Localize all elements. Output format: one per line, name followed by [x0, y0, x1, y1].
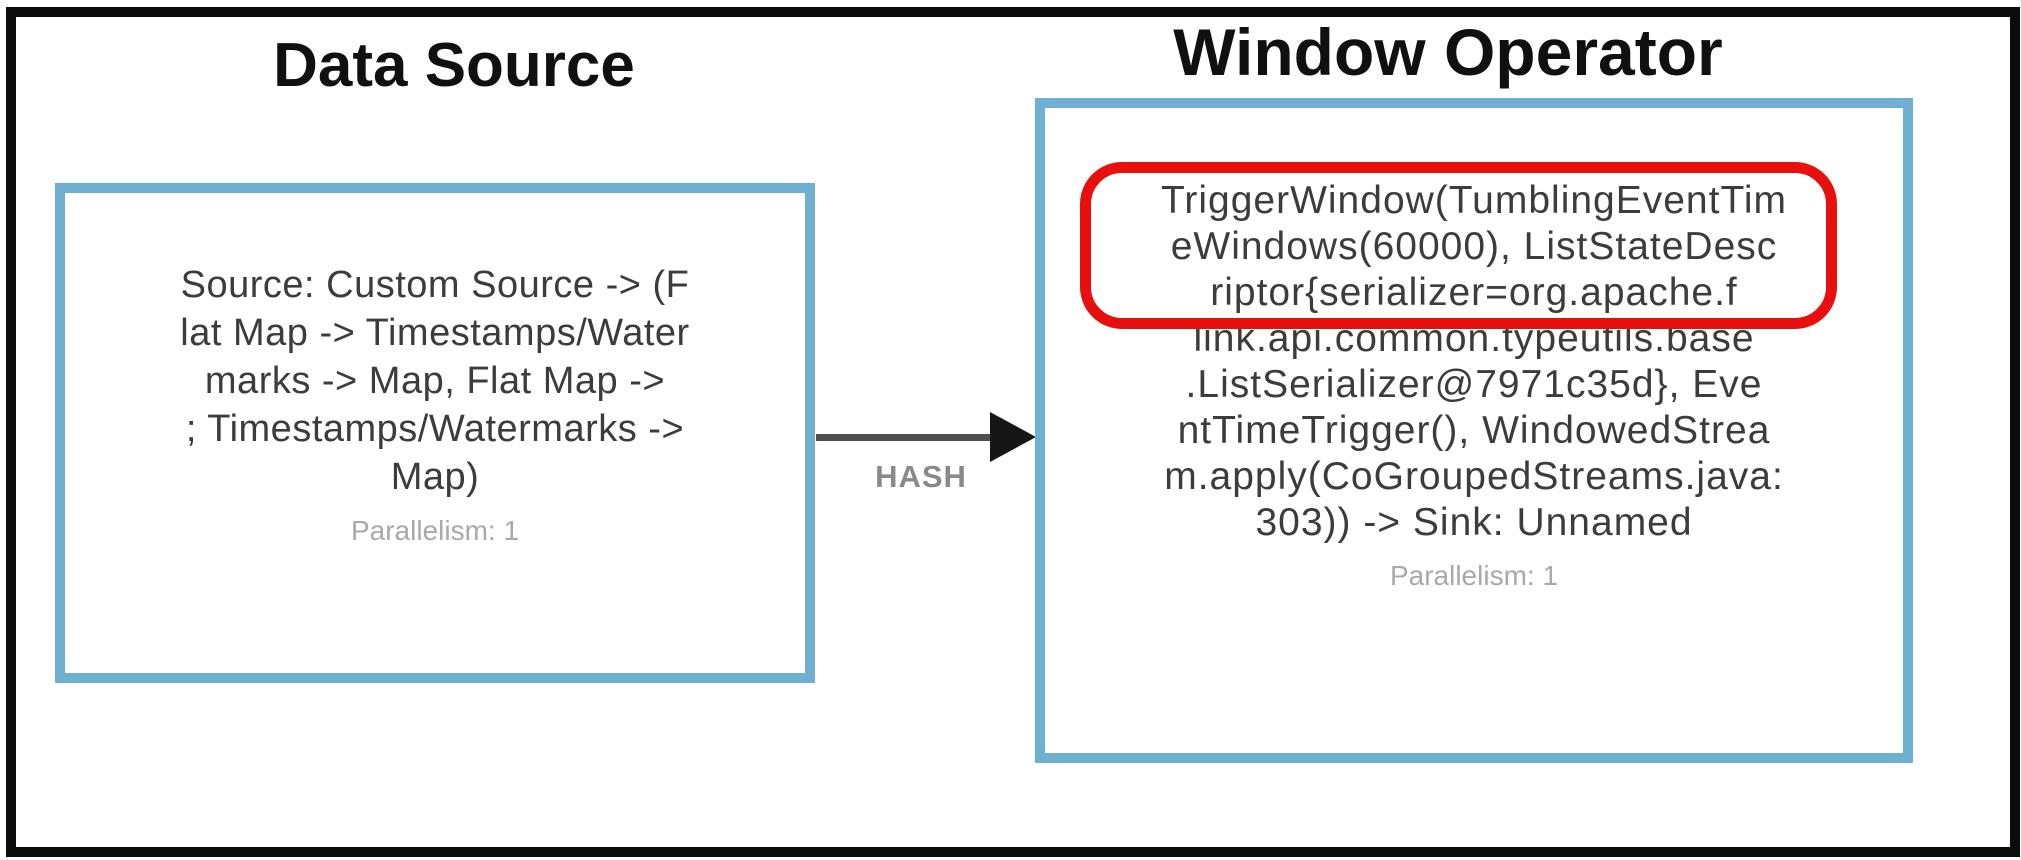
node-title-data-source: Data Source	[273, 31, 635, 100]
outer-frame	[6, 7, 2020, 857]
red-highlight-annotation	[1080, 162, 1837, 329]
data-source-parallelism-label: Parallelism: 1	[350, 515, 520, 546]
window-operator-description: TriggerWindow(TumblingEventTim eWindows(…	[1161, 179, 1787, 544]
edge-line	[816, 434, 996, 441]
data-source-description: Source: Custom Source -> (F lat Map -> T…	[180, 264, 690, 498]
data-source-node[interactable]: Source: Custom Source -> (F lat Map -> T…	[55, 183, 815, 683]
window-operator-node[interactable]: TriggerWindow(TumblingEventTim eWindows(…	[1035, 98, 1913, 763]
edge-arrowhead-icon	[990, 412, 1036, 462]
node-title-window-operator: Window Operator	[1173, 15, 1723, 89]
edge-partition-label: HASH	[875, 459, 967, 494]
window-operator-parallelism-label: Parallelism: 1	[1389, 560, 1559, 591]
